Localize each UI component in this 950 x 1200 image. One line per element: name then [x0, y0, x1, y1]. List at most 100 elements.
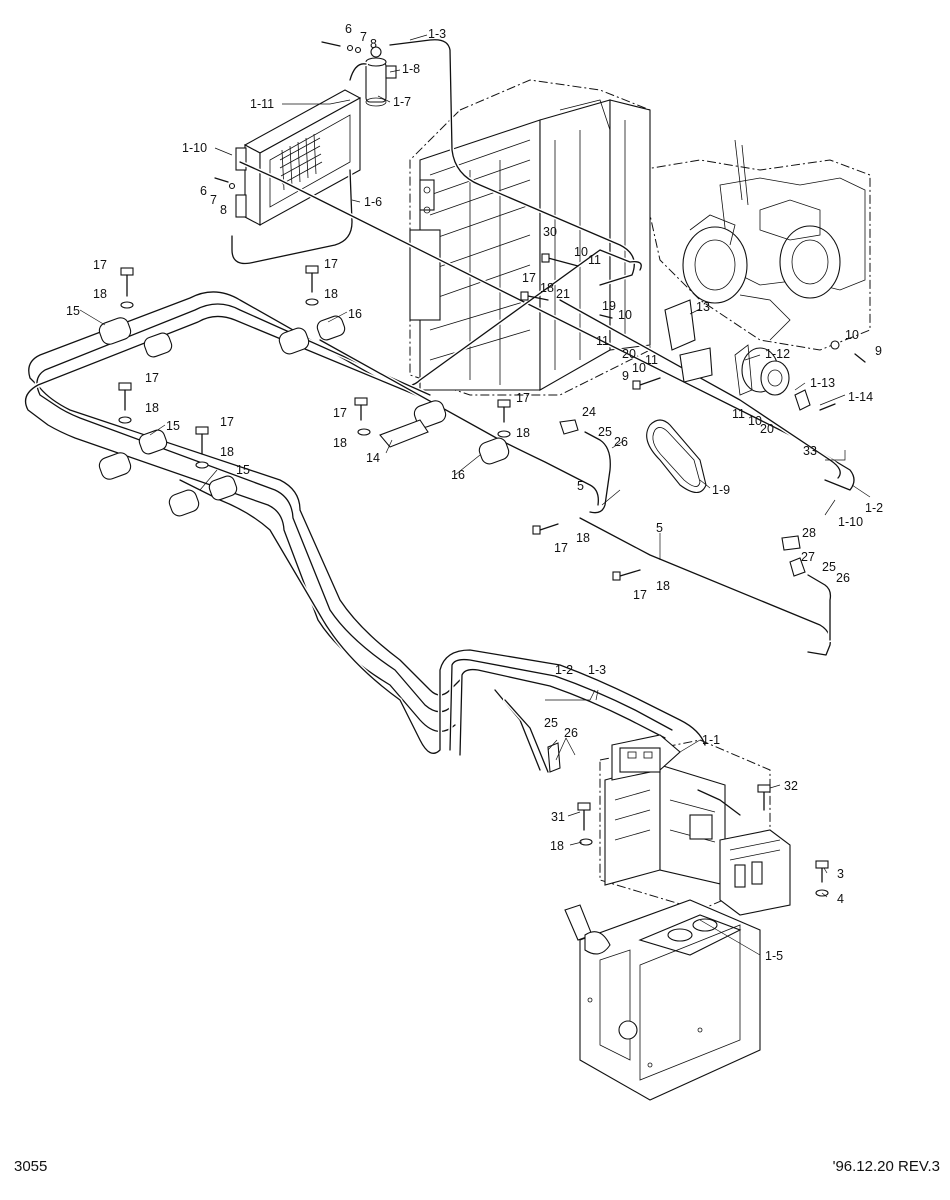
radiator-assembly [409, 79, 651, 396]
callout-label: 21 [556, 287, 570, 301]
callout-label: 10 [845, 328, 859, 342]
callout-label: 14 [366, 451, 380, 465]
bolt-17c [118, 382, 132, 411]
callout-label: 25 [822, 560, 836, 574]
callout-label: 31 [551, 810, 565, 824]
callout-label: 25 [544, 716, 558, 730]
refrigerant-lines [23, 37, 857, 775]
callout-label: 11 [588, 253, 601, 267]
callout-label: 1-5 [765, 949, 783, 963]
callout-label: 13 [696, 300, 710, 314]
callout-label: 28 [802, 526, 816, 540]
callout-label: 1-3 [588, 663, 606, 677]
callout-label: 17 [93, 258, 107, 272]
callout-label: 10 [618, 308, 632, 322]
callout-label: 6 [200, 184, 207, 198]
callout-label: 32 [784, 779, 798, 793]
callout-label: 1-12 [765, 347, 790, 361]
callout-label: 7 [210, 193, 217, 207]
callout-label: 18 [324, 287, 338, 301]
callout-label: 30 [543, 225, 557, 239]
callout-label: 11 [596, 334, 609, 348]
callout-label: 25 [598, 425, 612, 439]
callout-label: 26 [564, 726, 578, 740]
callout-label: 26 [614, 435, 628, 449]
callout-labels: 6 7 8 1-3 1-8 1-7 1-11 1-10 6 7 8 1-6 17… [66, 22, 883, 963]
callout-label: 8 [220, 203, 227, 217]
callout-label: 17 [333, 406, 347, 420]
callout-label: 4 [837, 892, 844, 906]
drive-belt [646, 419, 707, 494]
callout-label: 18 [576, 531, 590, 545]
callout-label: 10 [748, 414, 762, 428]
callout-label: 33 [803, 444, 817, 458]
hvac-unit [599, 734, 791, 916]
callout-label: 1-8 [402, 62, 420, 76]
callout-label: 18 [145, 401, 159, 415]
callout-label: 20 [622, 347, 636, 361]
callout-label: 18 [516, 426, 530, 440]
callout-label: 1-6 [364, 195, 382, 209]
bolt-17d [195, 426, 209, 455]
callout-label: 5 [656, 521, 663, 535]
callout-label: 1-9 [712, 483, 730, 497]
callout-label: 10 [632, 361, 646, 375]
callout-label: 17 [516, 391, 530, 405]
callout-label: 11 [645, 353, 658, 367]
page-number: 3055 [14, 1158, 48, 1175]
drain-fittings [547, 419, 806, 773]
callout-label: 8 [370, 37, 377, 51]
callout-label: 17 [220, 415, 234, 429]
callout-label: 18 [540, 281, 554, 295]
callout-label: 18 [93, 287, 107, 301]
callout-label: 1-2 [555, 663, 573, 677]
callout-label: 15 [166, 419, 180, 433]
callout-label: 18 [656, 579, 670, 593]
callout-label: 17 [554, 541, 568, 555]
condenser [235, 89, 362, 226]
callout-label: 16 [348, 307, 362, 321]
callout-label: 26 [836, 571, 850, 585]
revision-stamp: '96.12.20 REV.3 [832, 1158, 940, 1175]
leader-lines [79, 34, 871, 956]
callout-label: 1-13 [810, 376, 835, 390]
callout-label: 18 [220, 445, 234, 459]
callout-label: 1-11 [250, 97, 274, 111]
callout-label: 9 [875, 344, 882, 358]
callout-label: 1-10 [838, 515, 863, 529]
bolt-17b [305, 265, 319, 293]
callout-label: 5 [577, 479, 584, 493]
callout-label: 17 [324, 257, 338, 271]
callout-label: 15 [66, 304, 80, 318]
callout-label: 6 [345, 22, 352, 36]
callout-label: 18 [550, 839, 564, 853]
engine-block [639, 139, 871, 351]
callout-label: 17 [633, 588, 647, 602]
bolt-17a [120, 267, 134, 297]
callout-label: 17 [522, 271, 536, 285]
control-panel [564, 899, 761, 1101]
callout-label: 7 [360, 30, 367, 44]
bolt-17e [354, 397, 368, 421]
callout-label: 27 [801, 550, 815, 564]
callout-label: 1-14 [848, 390, 873, 404]
callout-label: 18 [333, 436, 347, 450]
callout-label: 1-10 [182, 141, 207, 155]
compressor-bracket [664, 299, 811, 411]
callout-label: 20 [760, 422, 774, 436]
callout-label: 24 [582, 405, 596, 419]
callout-label: 3 [837, 867, 844, 881]
callout-label: 16 [451, 468, 465, 482]
callout-label: 1-1 [702, 733, 720, 747]
callout-label: 11 [732, 407, 745, 421]
callout-label: 1-7 [393, 95, 411, 109]
callout-label: 9 [622, 369, 629, 383]
bolt-17f [497, 399, 511, 423]
callout-label: 15 [236, 463, 250, 477]
callout-label: 1-3 [428, 27, 446, 41]
callout-label: 10 [574, 245, 588, 259]
bolts-and-washers [118, 41, 866, 897]
callout-label: 19 [602, 299, 616, 313]
callout-label: 17 [145, 371, 159, 385]
